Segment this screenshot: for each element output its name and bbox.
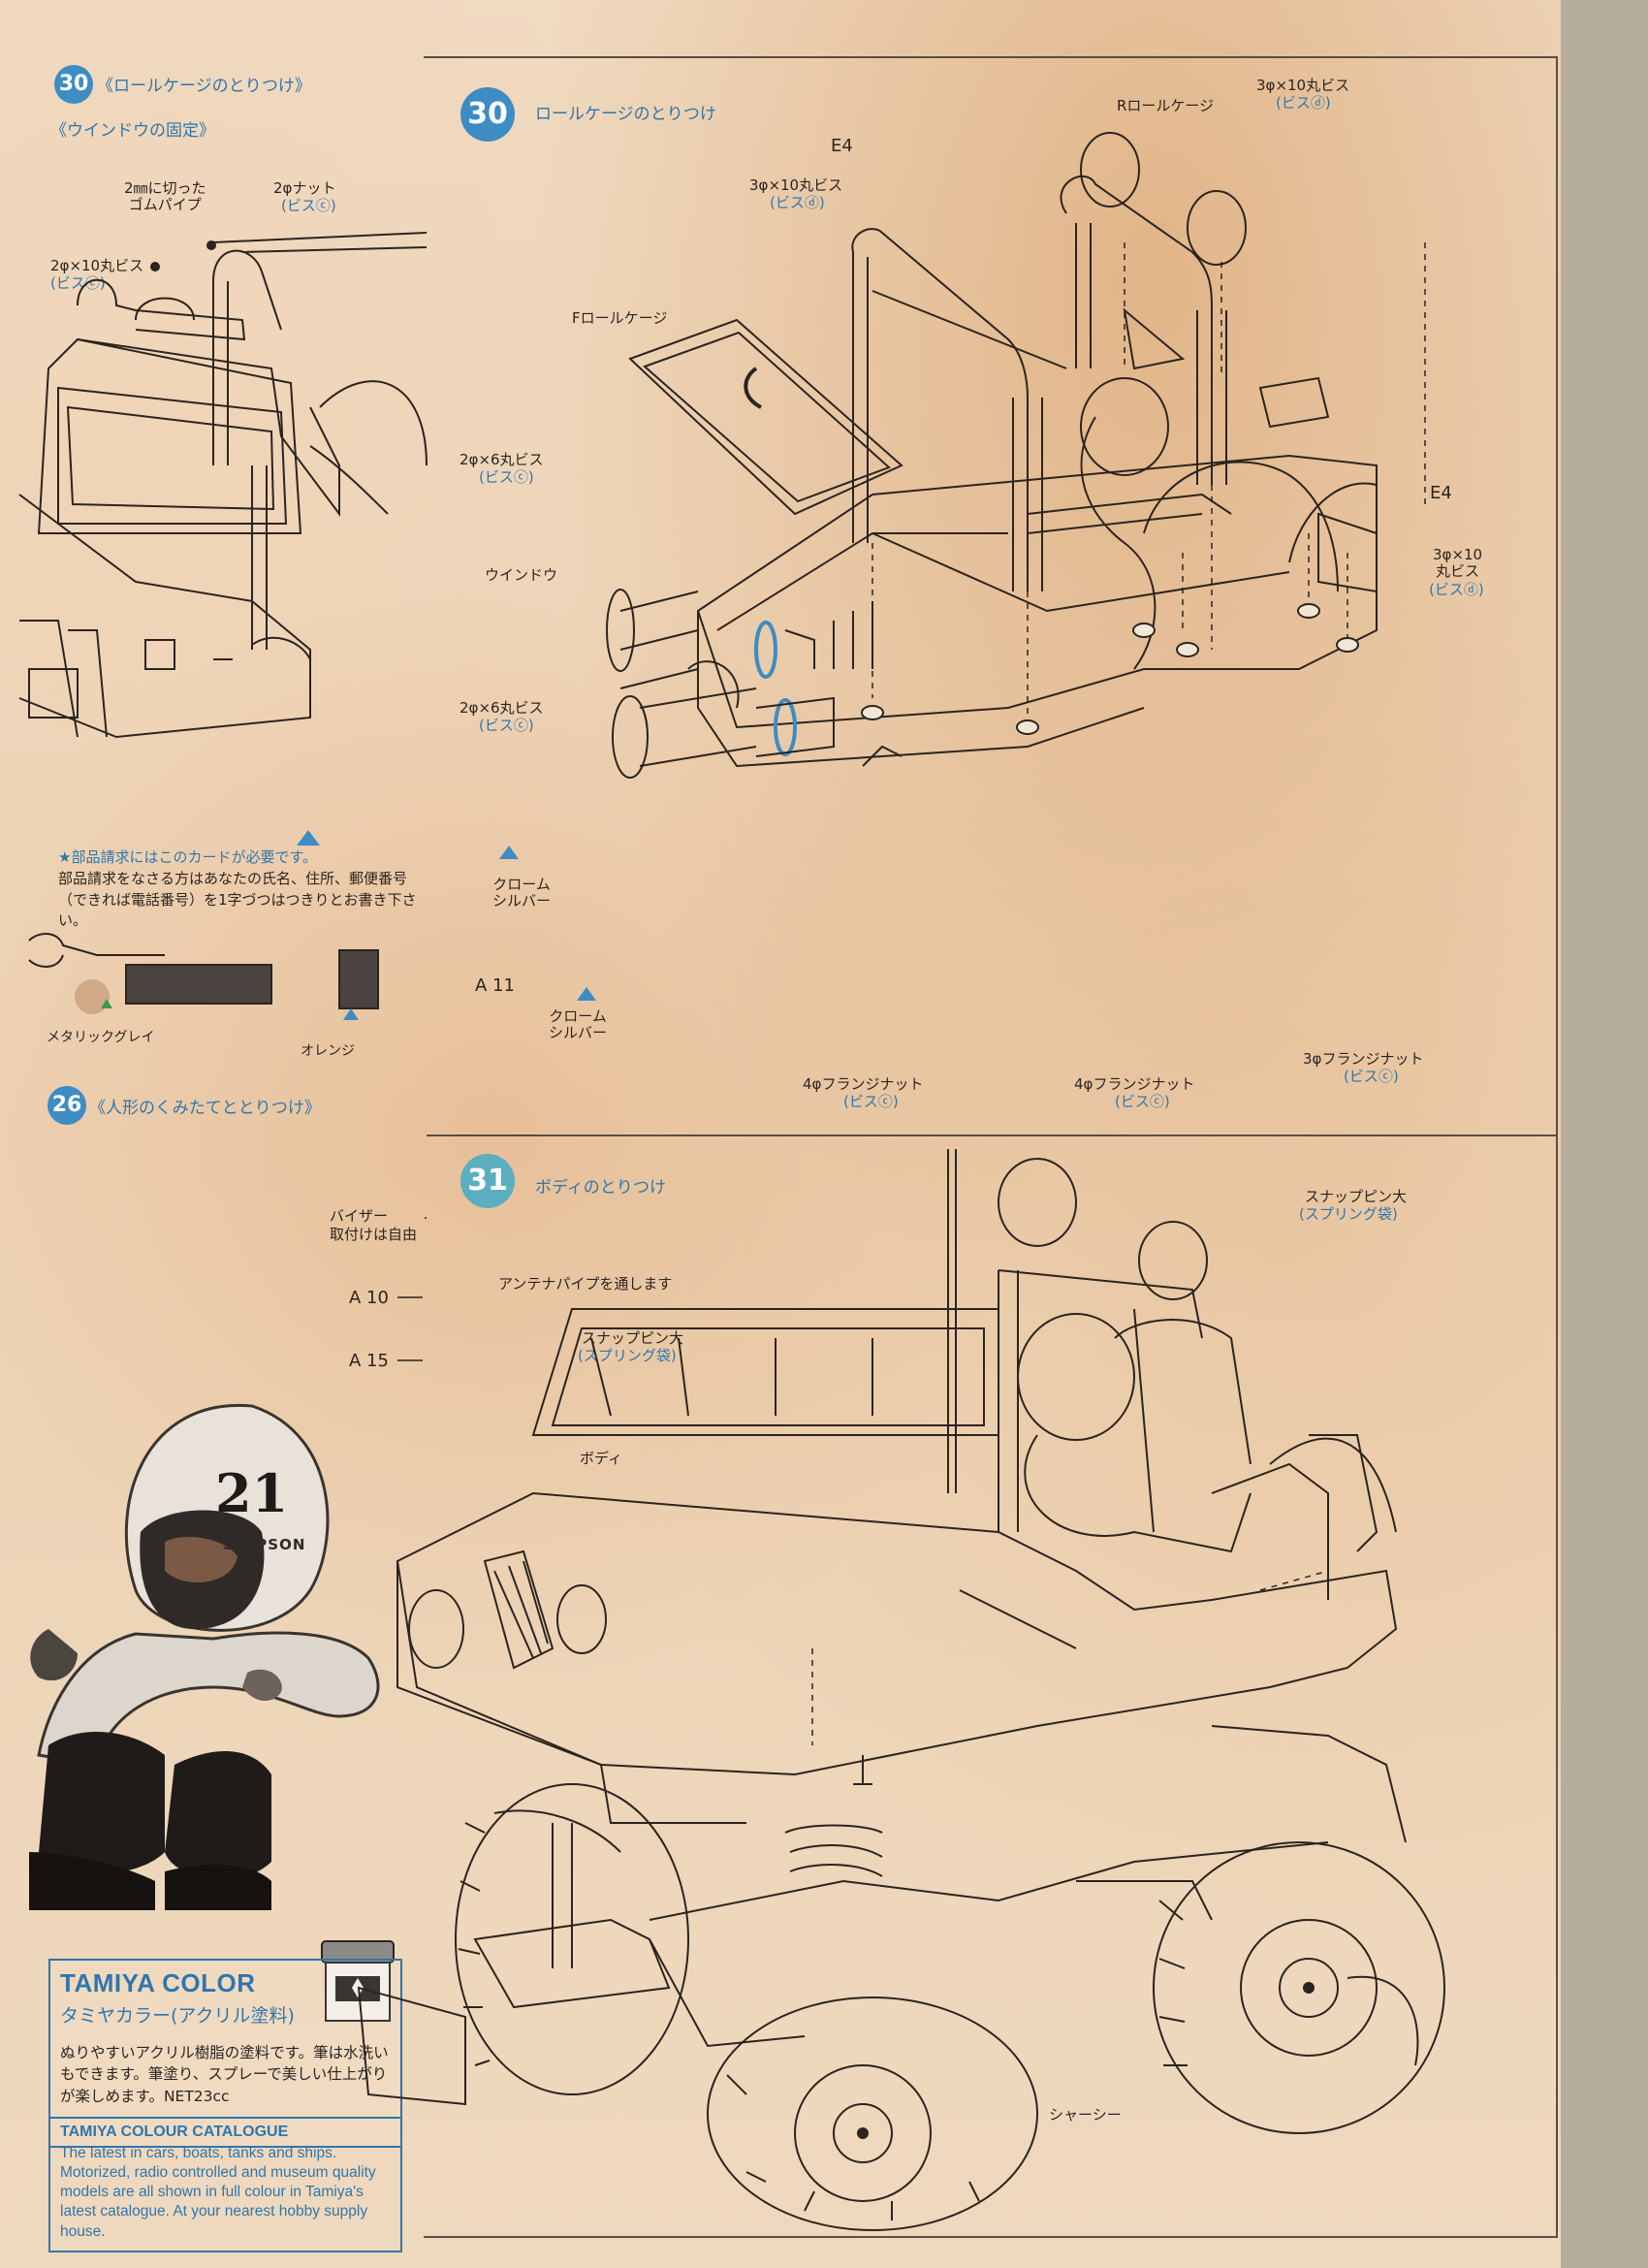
step30-assembly-drawing [297,132,1426,846]
snap-pin-right-sub: (スプリング袋) [1299,1205,1398,1223]
screw-2x6-a-label: 2φ×6丸ビス [460,451,544,468]
part-a10-label: A 10 [349,1288,389,1308]
runner-tool-drawing [28,933,379,1020]
left-step30-title: 《ロールケージのとりつけ》 [97,77,311,96]
note-title: ★部品請求にはこのカードが必要です。 [58,848,317,866]
chrome-silver-2-label: クローム シルバー [549,1007,608,1042]
step31-assembly-drawing [357,1149,1445,2231]
nut-label: 2φナット [273,179,336,197]
tamiya-color-body: ぬりやすいアクリル樹脂の塗料です。筆は水洗いもできます。筆塗り、スプレーで美しい… [60,2044,389,2105]
snap-pin-right-label: スナップピン大 [1305,1188,1408,1205]
screw-3x10-top-label: 3φ×10丸ビス [1256,77,1350,94]
rubber-pipe-label: 2㎜に切った ゴムパイプ [124,179,206,214]
chassis-label: シャーシー [1049,2106,1122,2124]
step-badge-31: 31 [460,1154,515,1208]
f-rollcage-label: Fロールケージ [572,309,668,327]
note-body: 部品請求をなさる方はあなたの氏名、住所、郵便番号（できれば電話番号）を1字づつは… [58,869,417,930]
a10-a15-leader-lines [397,1217,427,1361]
screw-3x10-mid-sub: (ビスⓓ) [770,194,825,211]
step-badge-30-left: 30 [54,65,93,104]
catalogue-title: TAMIYA COLOUR CATALOGUE [60,2124,289,2140]
screw-3x10-mid-label: 3φ×10丸ビス [749,176,843,194]
visor-label-1: バイザー [330,1207,389,1225]
left-step30-subtitle: 《ウインドウの固定》 [50,121,215,141]
screw-3x10-top-sub: (ビスⓓ) [1276,94,1331,112]
tamiya-color-title: TAMIYA COLOR [60,1968,256,1997]
screw-2x6-b-sub: (ビスⓒ) [479,717,534,734]
paint-orange: オレンジ [301,1043,355,1059]
step31-title: ボディのとりつけ [535,1178,666,1198]
paint-jar-image [321,1940,395,2022]
tamiya-color-subtitle: タミヤカラー(アクリル塗料) [60,2005,295,2027]
e4-right-label: E4 [1430,483,1452,503]
screw-3x10-right-label: 3φ×10 丸ビス [1433,546,1483,581]
driver-figure-photo [29,1403,380,1910]
r-rollcage-label: Rロールケージ [1117,97,1215,114]
catalogue-body: The latest in cars, boats, tanks and shi… [60,2145,376,2240]
antenna-label: アンテナパイプを通します [498,1275,673,1293]
a11-label: A 11 [475,975,515,996]
chrome-silver-1-label: クローム シルバー [492,876,552,910]
flange-nut-4a-sub: (ビスⓒ) [843,1093,899,1110]
catalogue-box [48,2117,402,2252]
screw-2x6-b-label: 2φ×6丸ビス [460,699,544,717]
body-label: ボディ [580,1450,622,1467]
visor-label-2: 取付けは自由 [330,1226,418,1243]
step30-title: ロールケージのとりつけ [535,105,716,124]
panel-divider [427,1134,1556,1136]
chrome-silver-markers [499,846,596,1001]
flange-nut-4a-label: 4φフランジナット [803,1075,924,1093]
screw-sub-label: (ビスⓒ) [50,274,106,292]
step-badge-30: 30 [460,87,515,142]
snap-pin-left-label: スナップピン大 [582,1329,684,1347]
screw-label: 2φ×10丸ビス [50,257,144,274]
flange-nut-3-label: 3φフランジナット [1303,1050,1424,1068]
screw-3x10-right-sub: (ビスⓓ) [1429,581,1484,598]
step-badge-26: 26 [48,1086,86,1125]
flange-nut-3-sub: (ビスⓒ) [1344,1068,1399,1085]
flange-nut-4b-label: 4φフランジナット [1074,1075,1195,1093]
parts-request-note: ★部品請求にはこのカードが必要です。 部品請求をなさる方はあなたの氏名、住所、郵… [58,847,417,932]
e4-top-label: E4 [831,136,853,156]
paint-metallic-grey: メタリックグレイ [47,1030,155,1045]
page-edge [1561,0,1648,2268]
snap-pin-left-sub: (スプリング袋) [578,1347,677,1364]
helmet-brand: SIMPSON [223,1536,306,1553]
step26-title: 《人形のくみたてととりつけ》 [89,1099,321,1118]
nut-sub-label: (ビスⓒ) [281,197,336,214]
panel-border [424,56,1558,2238]
helmet-number: 21 [215,1462,289,1524]
left-rollcage-drawing [18,232,428,739]
part-a15-label: A 15 [349,1351,389,1371]
screw-2x6-a-sub: (ビスⓒ) [479,468,534,486]
tamiya-color-box [48,1959,402,2148]
window-label: ウインドウ [485,566,558,584]
flange-nut-4b-sub: (ビスⓒ) [1115,1093,1170,1110]
